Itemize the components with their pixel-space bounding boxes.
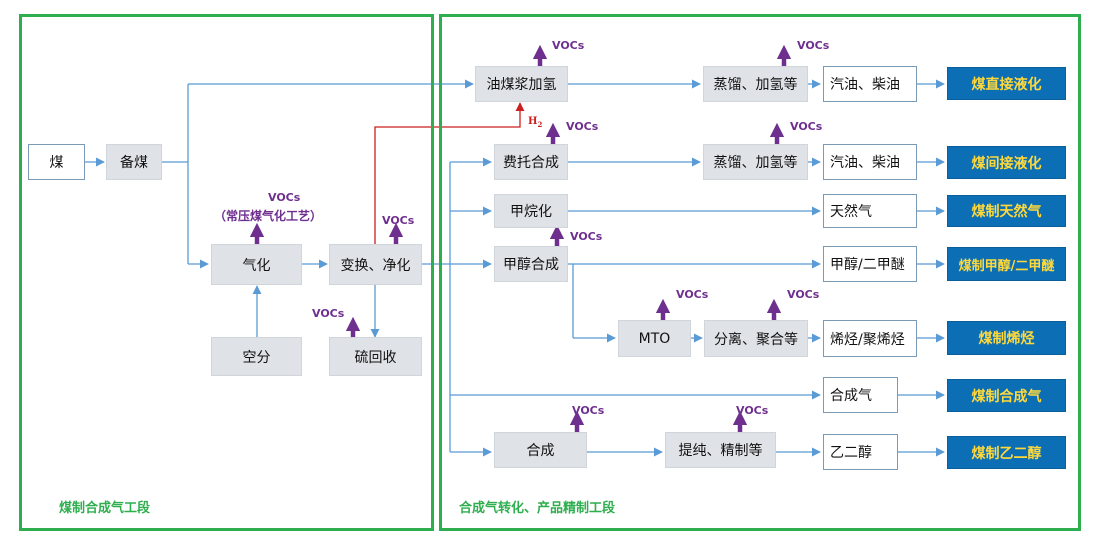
- section-label-left: 煤制合成气工段: [59, 501, 151, 516]
- node-synthesis: 合成: [494, 432, 587, 468]
- node-air-separation: 空分: [211, 337, 302, 376]
- voc-label-ft: VOCs: [566, 120, 599, 133]
- h2-label: H2: [528, 116, 543, 129]
- product-direct-liquefaction: 煤直接液化: [947, 67, 1066, 100]
- voc-label-mto: VOCs: [676, 288, 709, 301]
- product-coal-to-methanol-dme: 煤制甲醇/二甲醚: [947, 247, 1066, 281]
- node-shift-purify: 变换、净化: [329, 244, 422, 285]
- section-coal-to-syngas: [19, 14, 434, 531]
- voc-label-gasification: VOCs: [268, 191, 301, 204]
- product-coal-to-syngas: 煤制合成气: [947, 379, 1066, 412]
- voc-label-separation: VOCs: [787, 288, 820, 301]
- voc-label-distill-1: VOCs: [797, 39, 830, 52]
- gasification-process-note: （常压煤气化工艺）: [214, 209, 323, 223]
- node-methanation: 甲烷化: [494, 194, 568, 228]
- node-mto: MTO: [618, 320, 691, 357]
- node-fuel-1: 汽油、柴油: [823, 66, 917, 102]
- node-coal-prep: 备煤: [106, 144, 162, 180]
- h2-supply-line: [374, 102, 525, 244]
- node-distill-hydro-1: 蒸馏、加氢等: [703, 66, 808, 102]
- node-olefins: 烯烃/聚烯烃: [823, 320, 917, 357]
- node-gasification: 气化: [211, 244, 302, 285]
- node-purify-refine: 提纯、精制等: [665, 432, 776, 468]
- product-coal-to-eg: 煤制乙二醇: [947, 436, 1066, 469]
- node-ethylene-glycol: 乙二醇: [823, 434, 898, 470]
- node-coal: 煤: [28, 144, 85, 180]
- section-syngas-conversion: [439, 14, 1081, 531]
- node-syngas: 合成气: [823, 377, 898, 413]
- voc-label-shift: VOCs: [382, 214, 415, 227]
- product-coal-to-olefins: 煤制烯烃: [947, 321, 1066, 355]
- product-indirect-liquefaction: 煤间接液化: [947, 146, 1066, 179]
- voc-label-purify: VOCs: [736, 404, 769, 417]
- node-methanol-dme: 甲醇/二甲醚: [823, 246, 917, 282]
- node-sulfur-recovery: 硫回收: [329, 337, 422, 376]
- node-fuel-2: 汽油、柴油: [823, 144, 917, 180]
- voc-label-synthesis: VOCs: [572, 404, 605, 417]
- node-distill-hydro-2: 蒸馏、加氢等: [703, 144, 808, 180]
- voc-label-sulfur: VOCs: [312, 307, 345, 320]
- voc-label-slurry: VOCs: [552, 39, 585, 52]
- node-slurry-hydro: 油煤浆加氢: [475, 66, 568, 102]
- product-coal-to-sng: 煤制天然气: [947, 195, 1066, 227]
- voc-label-distill-2: VOCs: [790, 120, 823, 133]
- node-methanol-synthesis: 甲醇合成: [494, 246, 568, 282]
- node-ft-synthesis: 费托合成: [494, 144, 568, 180]
- section-label-right: 合成气转化、产品精制工段: [459, 501, 616, 516]
- node-natural-gas: 天然气: [823, 194, 917, 228]
- voc-label-methanol: VOCs: [570, 230, 603, 243]
- node-separation-poly: 分离、聚合等: [704, 320, 808, 357]
